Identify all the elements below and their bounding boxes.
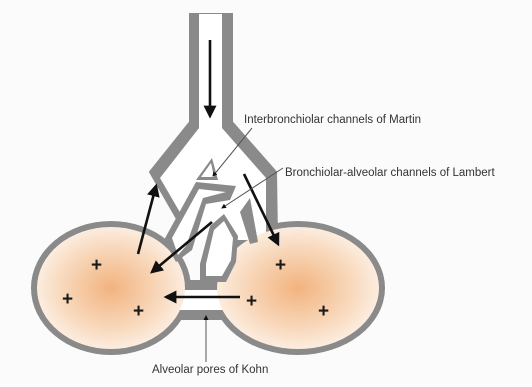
label-lambert: Bronchiolar-alveolar channels of Lambert <box>285 167 495 179</box>
plus-right-3: + <box>318 301 329 322</box>
plus-left-2: + <box>62 289 73 310</box>
left-alveolus <box>37 227 185 349</box>
label-martin: Interbronchiolar channels of Martin <box>244 114 421 126</box>
plus-right-2: + <box>246 291 257 312</box>
plus-left-1: + <box>91 255 102 276</box>
label-kohn: Alveolar pores of Kohn <box>152 364 268 376</box>
right-alveolus <box>217 227 379 349</box>
plus-right-1: + <box>275 255 286 276</box>
plus-left-3: + <box>133 301 144 322</box>
